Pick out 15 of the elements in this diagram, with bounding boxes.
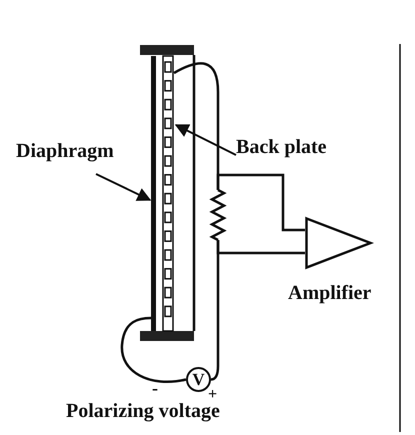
leader-arrow xyxy=(96,173,152,201)
leader-arrow xyxy=(174,124,236,156)
back-plate xyxy=(162,56,174,331)
part-label: Diaphragm xyxy=(16,140,114,163)
part-label: Polarizing voltage xyxy=(66,400,220,423)
polarity-sign: + xyxy=(208,386,218,403)
amplifier-symbol xyxy=(305,217,372,269)
part-label: Back plate xyxy=(236,136,327,159)
resistor-symbol xyxy=(210,190,226,240)
wire xyxy=(120,316,186,383)
polarity-sign: - xyxy=(152,378,158,399)
part-label: Amplifier xyxy=(288,282,372,305)
voltmeter-symbol: V xyxy=(186,367,211,392)
diaphragm-membrane xyxy=(151,56,156,331)
wire xyxy=(216,174,305,232)
